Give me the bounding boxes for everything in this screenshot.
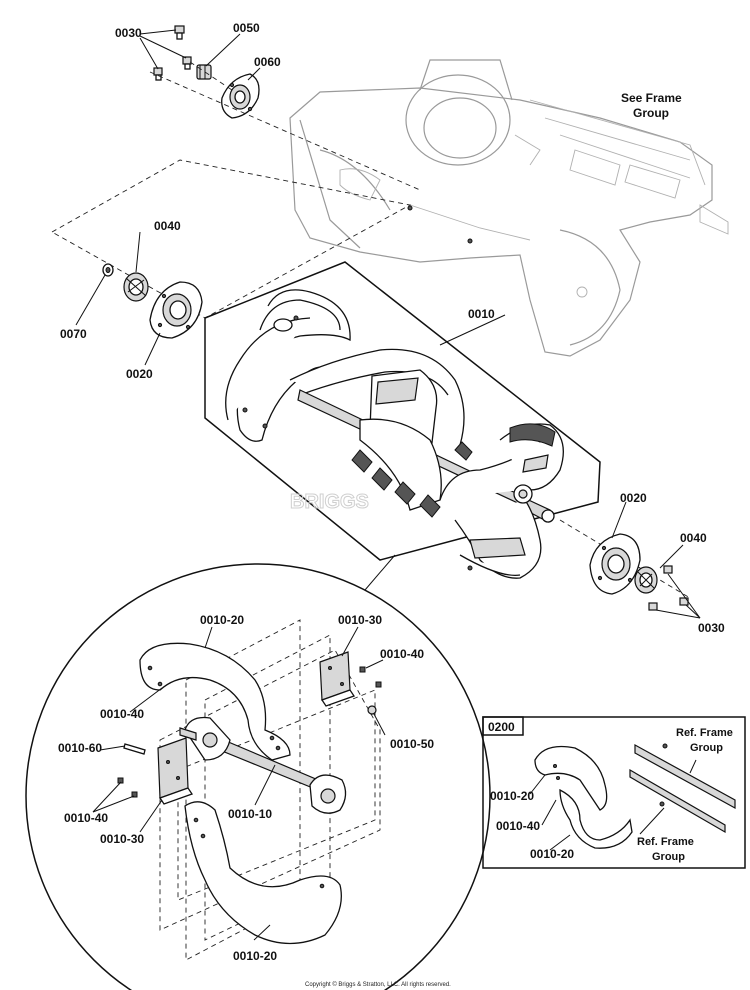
blade-bottom [184, 801, 342, 945]
bolt-0030-b [182, 56, 192, 70]
label-inset-ref-frame-2a: Ref. Frame [637, 836, 694, 848]
label-0040-right: 0040 [680, 531, 707, 545]
label-0010-20-top: 0010-20 [200, 613, 244, 627]
inset-0200 [482, 716, 746, 869]
label-see-frame-group: Group [633, 106, 669, 120]
bearing-0040-right [634, 566, 658, 594]
flange-0020-left [149, 281, 203, 339]
rail-lower [629, 768, 726, 834]
frame-housing [289, 59, 729, 357]
label-0020-left: 0020 [126, 367, 153, 381]
bolt-0030-c [153, 67, 163, 81]
bearing-0050 [196, 64, 212, 80]
label-0010-30-top: 0010-30 [338, 613, 382, 627]
blade-top [139, 642, 291, 761]
detail-circle [25, 554, 491, 990]
bracket-lower [157, 737, 194, 805]
top-hardware [139, 25, 421, 191]
label-inset-ref-frame-1a: Ref. Frame [676, 727, 733, 739]
inset-blade-bottom [559, 788, 633, 849]
rail-upper [634, 743, 736, 810]
label-0040-left: 0040 [154, 219, 181, 233]
label-inset-0010-40: 0010-40 [496, 819, 540, 833]
auger-assembly: BRIGGS [204, 261, 601, 579]
bolt-0030-f [648, 602, 658, 611]
bracket-top [319, 651, 356, 707]
auger-outline-box [204, 261, 601, 561]
label-0010-40-topright: 0010-40 [380, 647, 424, 661]
shaft [179, 716, 347, 814]
label-0030-right: 0030 [698, 621, 725, 635]
label-inset-ref-frame-2b: Group [652, 851, 685, 863]
label-inset-0200: 0200 [488, 720, 515, 734]
label-inset-ref-frame-1b: Group [690, 742, 723, 754]
bolt-0030-a [174, 25, 185, 40]
label-inset-0010-20-b: 0010-20 [530, 847, 574, 861]
label-0020-right: 0020 [620, 491, 647, 505]
label-0010-30-lower: 0010-30 [100, 832, 144, 846]
label-see-frame: See Frame [621, 91, 682, 105]
label-0010-10: 0010-10 [228, 807, 272, 821]
label-inset-0010-20-a: 0010-20 [490, 789, 534, 803]
label-0010-60: 0010-60 [58, 741, 102, 755]
label-0010-40-lower: 0010-40 [64, 811, 108, 825]
bolt-0030-d [663, 565, 673, 574]
copyright-notice: Copyright © Briggs & Stratton, LLC. All … [305, 981, 451, 988]
label-0010-20-bottom: 0010-20 [233, 949, 277, 963]
label-0010-40-left: 0010-40 [100, 707, 144, 721]
flange-0020-right [589, 533, 641, 595]
flange-0060 [221, 73, 260, 119]
bearing-0040-left [123, 272, 149, 302]
label-0010: 0010 [468, 307, 495, 321]
label-0010-50: 0010-50 [390, 737, 434, 751]
label-0030-top: 0030 [115, 26, 142, 40]
callout-labels: 0030 0050 0060 See Frame Group 0040 0070… [58, 21, 733, 988]
label-0050: 0050 [233, 21, 260, 35]
auger-drawing: BRIGGS [225, 289, 564, 579]
label-0060: 0060 [254, 55, 281, 69]
watermark: BRIGGS [290, 491, 369, 513]
left-bearing [51, 159, 412, 366]
right-bearing [559, 501, 701, 619]
label-0070: 0070 [60, 327, 87, 341]
